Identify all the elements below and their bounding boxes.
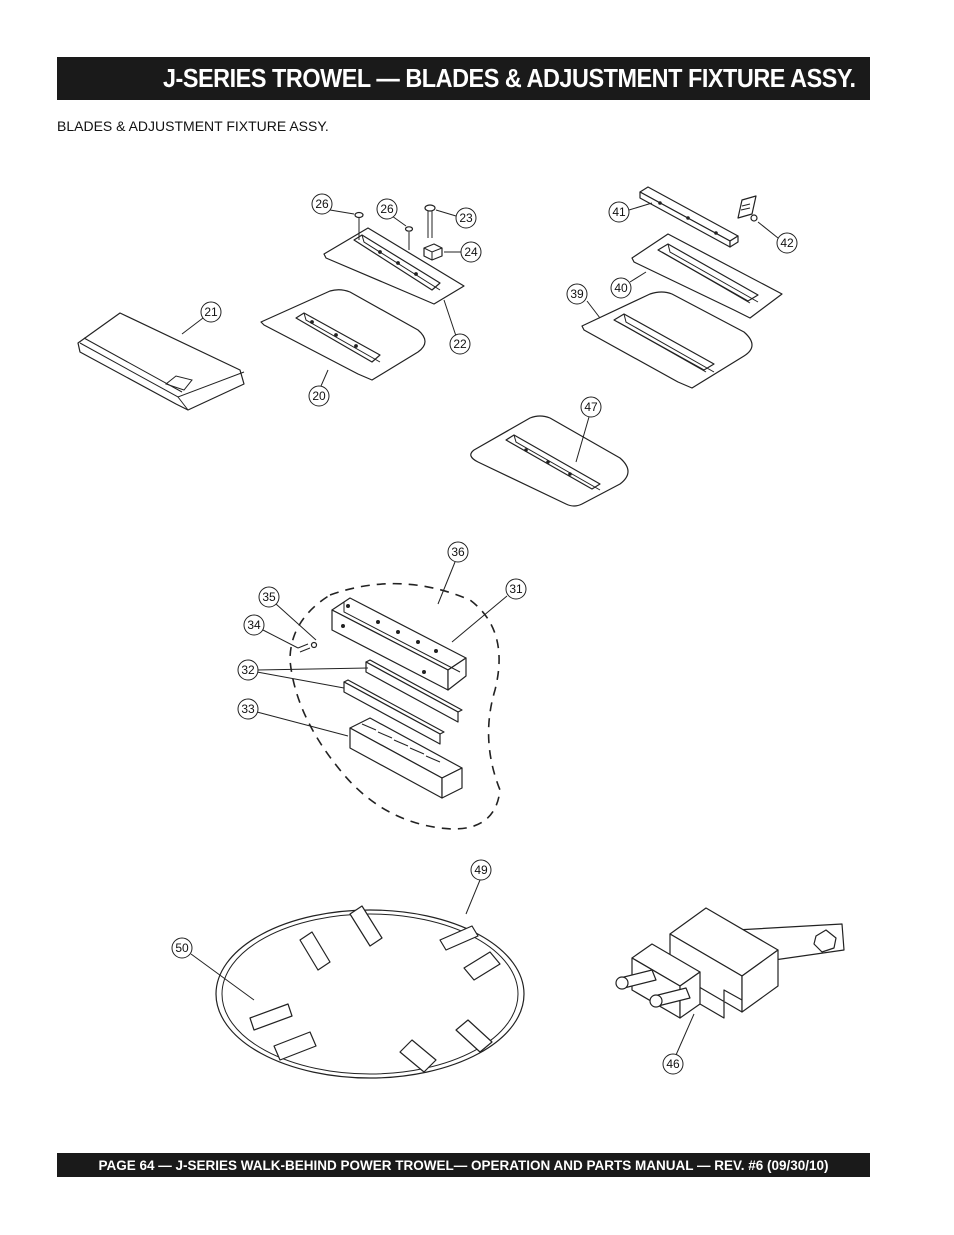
part-22-blade — [323, 227, 465, 305]
callout-46: 46 — [662, 1053, 684, 1075]
svg-text:36: 36 — [451, 545, 465, 559]
page-title: J-SERIES TROWEL — BLADES & ADJUSTMENT FI… — [163, 63, 856, 93]
page-title-bar: J-SERIES TROWEL — BLADES & ADJUSTMENT FI… — [57, 57, 870, 100]
part-32-shims — [343, 659, 463, 745]
svg-text:24: 24 — [464, 245, 478, 259]
leader-33 — [256, 711, 349, 737]
svg-text:20: 20 — [312, 389, 326, 403]
part-46-fixture — [615, 907, 845, 1019]
svg-text:49: 49 — [474, 863, 488, 877]
leader-26a — [329, 209, 355, 215]
svg-text:42: 42 — [780, 236, 794, 250]
leader-49 — [465, 879, 481, 915]
leader-40 — [629, 271, 647, 283]
part-49-pan — [215, 905, 525, 1079]
svg-text:26: 26 — [380, 202, 394, 216]
part-31-channel — [331, 597, 467, 691]
leader-35 — [275, 603, 317, 641]
section-subtitle: BLADES & ADJUSTMENT FIXTURE ASSY. — [57, 118, 329, 134]
callout-26a: 26 — [311, 193, 333, 215]
part-39-blade — [581, 291, 753, 389]
callout-21: 21 — [200, 301, 222, 323]
leader-22 — [443, 299, 457, 337]
svg-text:47: 47 — [584, 400, 598, 414]
callout-26b: 26 — [376, 198, 398, 220]
part-47-blade — [470, 415, 629, 507]
callout-35: 35 — [258, 586, 280, 608]
leader-31 — [451, 595, 508, 643]
part-21-float-blade — [77, 312, 245, 411]
svg-text:23: 23 — [459, 211, 473, 225]
leader-32b — [256, 671, 345, 689]
leader-39 — [586, 300, 601, 319]
svg-text:50: 50 — [175, 941, 189, 955]
svg-text:33: 33 — [241, 702, 255, 716]
callout-39: 39 — [566, 283, 588, 305]
leader-42 — [757, 221, 779, 239]
callout-36: 36 — [447, 541, 469, 563]
bolt-26b — [404, 226, 414, 250]
bolt-23 — [424, 204, 436, 238]
callout-32: 32 — [237, 659, 259, 681]
part-42-clip — [737, 195, 758, 222]
callout-42: 42 — [776, 232, 798, 254]
leader-34 — [262, 629, 299, 649]
assembly-36-outline — [289, 582, 501, 830]
leader-47 — [575, 416, 590, 463]
callout-22: 22 — [449, 333, 471, 355]
nut-24 — [423, 243, 443, 261]
leader-36 — [437, 561, 456, 605]
svg-text:41: 41 — [612, 205, 626, 219]
leader-20 — [320, 369, 329, 387]
svg-text:39: 39 — [570, 287, 584, 301]
svg-text:46: 46 — [666, 1057, 680, 1071]
part-34-35-screws — [297, 641, 318, 653]
part-20-blade — [260, 289, 426, 381]
bolt-26a — [354, 211, 364, 240]
part-41-bar — [639, 186, 739, 248]
page-footer: PAGE 64 — J-SERIES WALK-BEHIND POWER TRO… — [98, 1157, 829, 1173]
svg-text:26: 26 — [315, 197, 329, 211]
part-33-block — [349, 717, 463, 799]
part-40-blade — [631, 233, 783, 319]
page-footer-bar: PAGE 64 — J-SERIES WALK-BEHIND POWER TRO… — [57, 1153, 870, 1177]
svg-text:40: 40 — [614, 281, 628, 295]
svg-text:35: 35 — [262, 590, 276, 604]
callout-24: 24 — [460, 241, 482, 263]
leader-23 — [435, 209, 457, 217]
leader-21 — [181, 317, 204, 335]
callout-33: 33 — [237, 698, 259, 720]
svg-text:31: 31 — [509, 582, 523, 596]
callout-41: 41 — [608, 201, 630, 223]
callout-31: 31 — [505, 578, 527, 600]
callout-34: 34 — [243, 614, 265, 636]
svg-text:22: 22 — [453, 337, 467, 351]
leader-32a — [256, 667, 369, 671]
callout-47: 47 — [580, 396, 602, 418]
leader-26b — [391, 215, 407, 227]
callout-23: 23 — [455, 207, 477, 229]
callout-50: 50 — [171, 937, 193, 959]
svg-text:34: 34 — [247, 618, 261, 632]
leader-46 — [675, 1013, 695, 1056]
leader-41 — [628, 202, 653, 211]
callout-49: 49 — [470, 859, 492, 881]
svg-text:21: 21 — [204, 305, 218, 319]
svg-text:32: 32 — [241, 663, 255, 677]
callout-20: 20 — [308, 385, 330, 407]
callout-40: 40 — [610, 277, 632, 299]
leader-50 — [190, 953, 255, 1001]
